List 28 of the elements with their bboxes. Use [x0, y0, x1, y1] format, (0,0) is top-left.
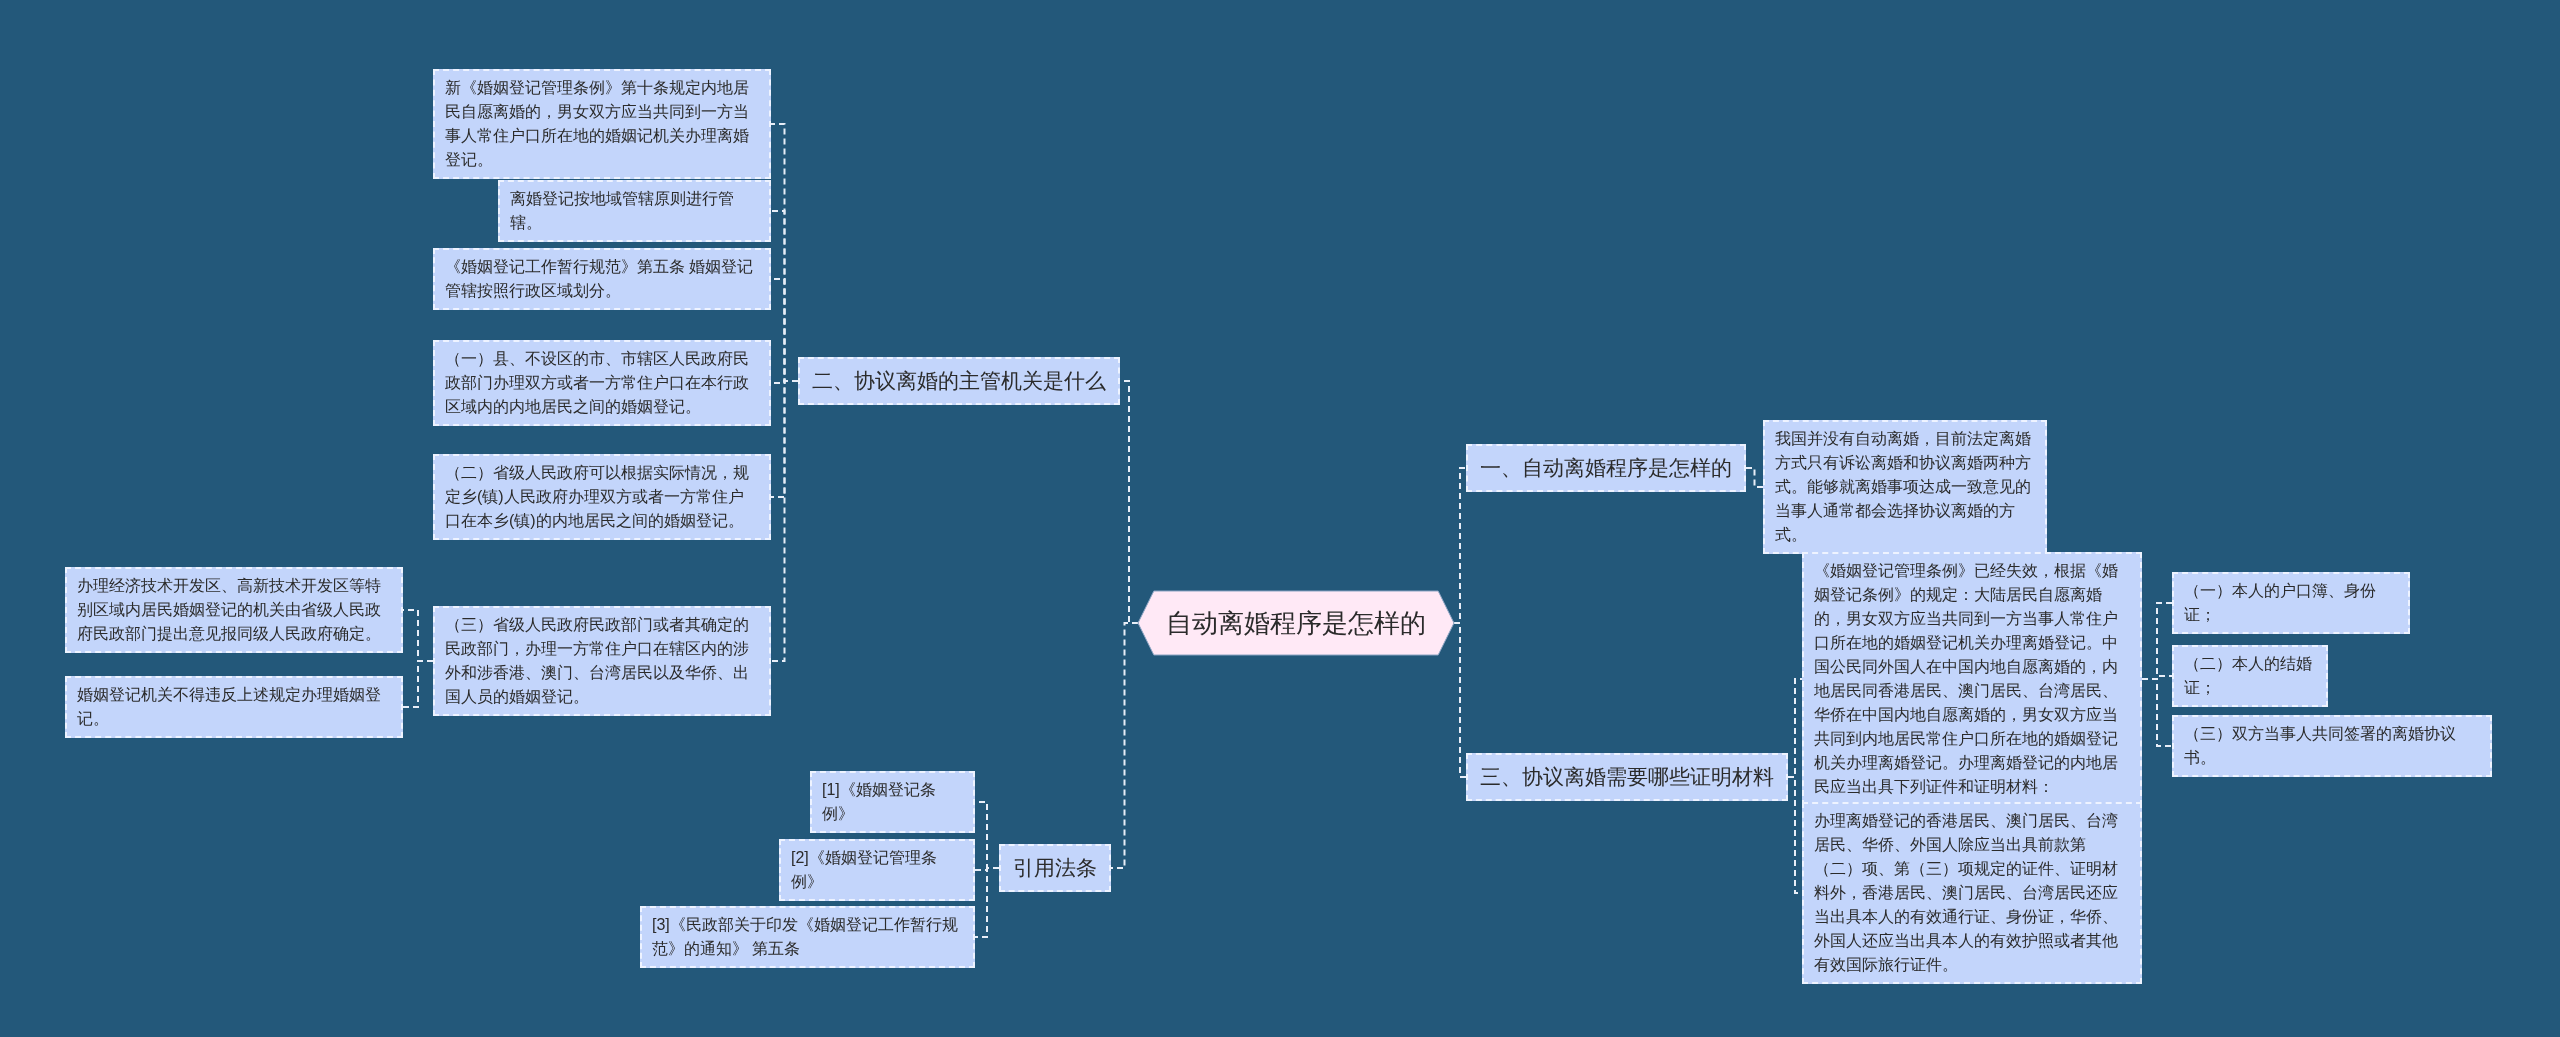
central-topic: 自动离婚程序是怎样的: [1138, 591, 1454, 655]
topic-box: 二、协议离婚的主管机关是什么: [798, 357, 1120, 405]
connector: [402, 660, 434, 708]
topic-box: 三、协议离婚需要哪些证明材料: [1466, 753, 1788, 801]
text-box: 《婚姻登记工作暂行规范》第五条 婚姻登记管辖按照行政区域划分。: [433, 248, 771, 310]
text-box: （二）省级人民政府可以根据实际情况，规定乡(镇)人民政府办理双方或者一方常住户口在本乡(镇)的内地居民之间的婚姻登记。: [433, 454, 771, 540]
text-box: 办理经济技术开发区、高新技术开发区等特别区域内居民婚姻登记的机关由省级人民政府民政部门提出意见报同级人民政府确定。: [65, 567, 403, 653]
connector: [770, 380, 799, 662]
text-box: [1]《婚姻登记条例》: [810, 771, 975, 833]
text-box: 办理离婚登记的香港居民、澳门居民、台湾居民、华侨、外国人除应当出具前款第（二）项、第（三）项规定的证件、证明材料外，香港居民、澳门居民、台湾居民还应当出具本人的有效通行证、身份证，华侨、外国人还应当出具本人的有效护照或者其他有效国际旅行证件。: [1802, 802, 2142, 984]
text-box: （三）双方当事人共同签署的离婚协议书。: [2172, 715, 2492, 777]
connector: [974, 867, 1000, 938]
text-box: [3]《民政部关于印发《婚姻登记工作暂行规范》的通知》 第五条: [640, 906, 975, 968]
text-box: 新《婚姻登记管理条例》第十条规定内地居民自愿离婚的，男女双方应当共同到一方当事人常住户口所在地的婚姻记机关办理离婚登记。: [433, 69, 771, 179]
text-box: 婚姻登记机关不得违反上述规定办理婚姻登记。: [65, 676, 403, 738]
text-box: 离婚登记按地域管辖原则进行管辖。: [498, 180, 771, 242]
text-box: （一）县、不设区的市、市辖区人民政府民政部门办理双方或者一方常住户口在本行政区域内的内地居民之间的婚姻登记。: [433, 340, 771, 426]
connector: [1453, 622, 1467, 778]
connector: [1110, 622, 1139, 869]
topic-box: 一、自动离婚程序是怎样的: [1466, 444, 1746, 492]
connector: [1745, 467, 1764, 488]
text-box: （一）本人的户口簿、身份证；: [2172, 572, 2410, 634]
topic-box: 引用法条: [999, 844, 1111, 892]
text-box: 我国并没有自动离婚，目前法定离婚方式只有诉讼离婚和协议离婚两种方式。能够就离婚事项达成一致意见的当事人通常都会选择协议离婚的方式。: [1763, 420, 2047, 554]
connector: [2141, 678, 2173, 747]
text-box: （三）省级人民政府民政部门或者其确定的民政部门，办理一方常住户口在辖区内的涉外和涉香港、澳门、台湾居民以及华侨、出国人员的婚姻登记。: [433, 606, 771, 716]
text-box: [2]《婚姻登记管理条例》: [779, 839, 975, 901]
text-box: （二）本人的结婚证；: [2172, 645, 2328, 707]
